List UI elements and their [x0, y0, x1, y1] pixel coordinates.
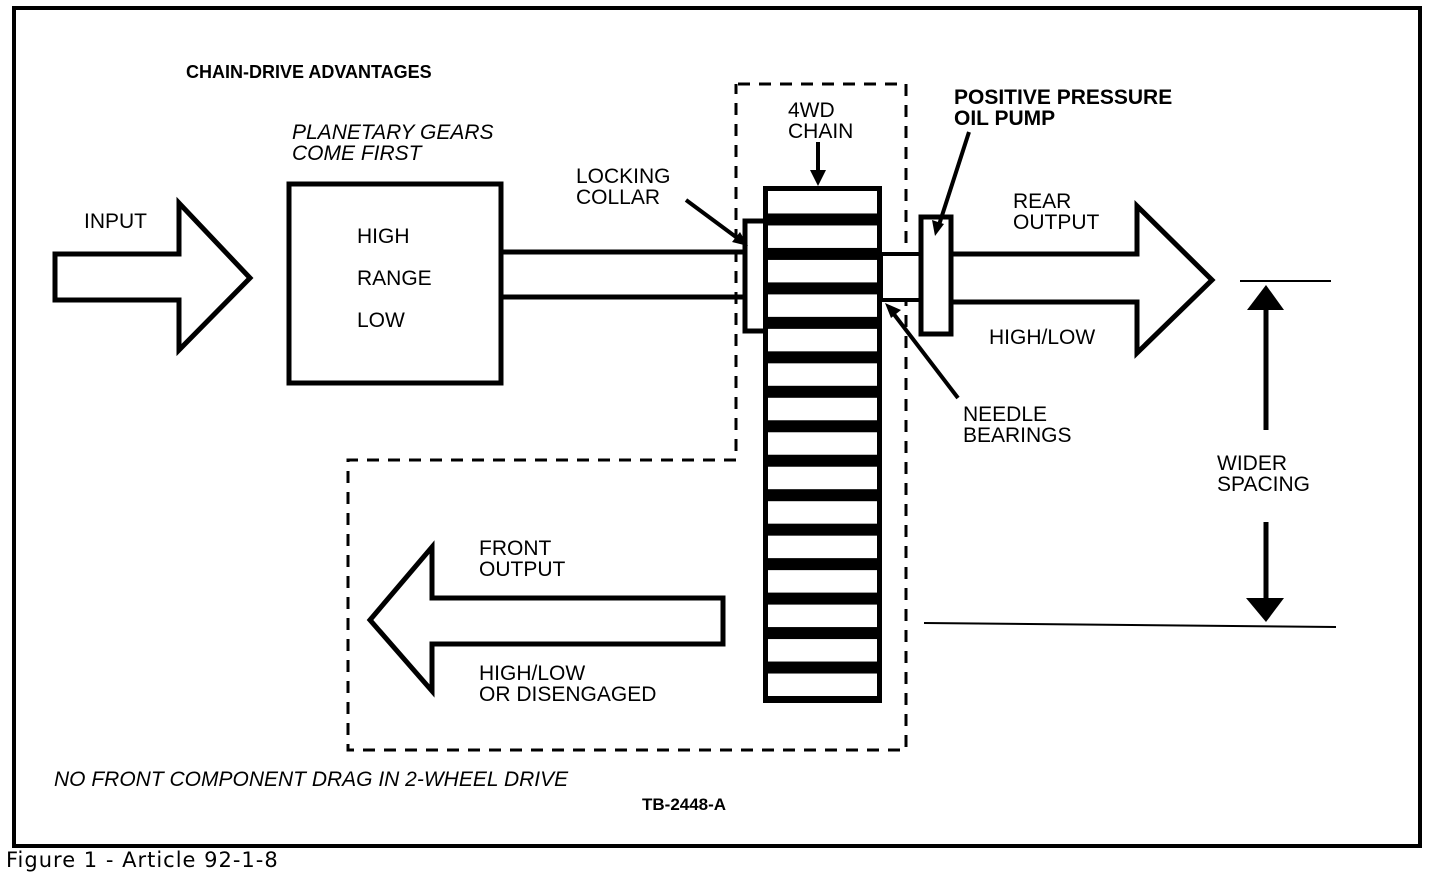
figure-caption: Figure 1 - Article 92-1-8 — [6, 848, 279, 872]
transfer-case-dashed-outline — [346, 82, 908, 752]
front-mode-label-line-1: HIGH/LOW — [479, 662, 586, 685]
chain-link — [768, 397, 877, 421]
range-low-label: LOW — [357, 309, 405, 332]
chain-link — [768, 328, 877, 352]
chain-label-line-1: 4WD — [788, 99, 835, 122]
pump-leader-line — [936, 131, 971, 229]
front-output-arrow — [366, 540, 726, 698]
input-shaft — [498, 249, 769, 300]
rear-output-arrow — [948, 200, 1216, 359]
output-shaft-segment — [879, 252, 923, 302]
locking-collar-label-line-1: LOCKING — [576, 165, 671, 188]
input-arrow — [52, 196, 254, 357]
oil-pump-label-line-1: POSITIVE PRESSURE — [954, 86, 1173, 109]
bearings-leader-arrowhead — [885, 303, 901, 318]
chain-link — [768, 570, 877, 593]
pump-leader-arrowhead — [932, 220, 944, 236]
figure-frame — [12, 6, 1422, 848]
range-high-label: HIGH — [357, 225, 410, 248]
collar-leader-arrowhead — [732, 232, 748, 246]
front-output-label-line-1: FRONT — [479, 537, 552, 560]
chain-link — [768, 604, 877, 628]
locking-collar — [742, 218, 769, 334]
chain-link — [768, 639, 877, 662]
chain-link — [768, 225, 877, 248]
planetary-note-line-1: PLANETARY GEARS — [292, 121, 494, 144]
chain-leader-arrowhead — [810, 170, 826, 186]
chain-link — [768, 673, 877, 696]
wider-spacing-label-line-2: SPACING — [1217, 473, 1310, 496]
4wd-chain — [763, 186, 882, 703]
chain-link — [768, 432, 877, 455]
planetary-note-line-2: COME FIRST — [292, 142, 422, 165]
front-mode-label-line-2: OR DISENGAGED — [479, 683, 657, 706]
collar-leader-line — [684, 198, 742, 242]
oil-pump-label-line-2: OIL PUMP — [954, 107, 1056, 130]
rear-output-label-line-1: REAR — [1013, 190, 1072, 213]
diagram-title: CHAIN-DRIVE ADVANTAGES — [186, 62, 432, 82]
chain-link — [768, 259, 877, 283]
locking-collar-label-line-2: COLLAR — [576, 186, 661, 209]
chain-link — [768, 191, 877, 214]
spacing-down-arrowhead — [1246, 598, 1284, 622]
needle-bearings-label-line-1: NEEDLE — [963, 403, 1048, 426]
range-label: RANGE — [357, 267, 432, 290]
chain-label-line-2: CHAIN — [788, 120, 854, 143]
input-label: INPUT — [84, 210, 147, 233]
chain-link — [768, 501, 877, 524]
front-output-label-line-2: OUTPUT — [479, 558, 566, 581]
figure-code: TB-2448-A — [642, 795, 727, 814]
rear-output-label-line-2: OUTPUT — [1013, 211, 1100, 234]
footnote: NO FRONT COMPONENT DRAG IN 2-WHEEL DRIVE — [54, 768, 569, 791]
chain-link — [768, 466, 877, 490]
chain-link — [768, 294, 877, 317]
spacing-up-arrowhead — [1247, 285, 1284, 310]
chain-link — [768, 535, 877, 559]
spacing-bottom-line — [923, 622, 1337, 628]
wider-spacing-label-line-1: WIDER — [1217, 452, 1287, 475]
rear-mode-label: HIGH/LOW — [989, 326, 1096, 349]
chain-link — [768, 363, 877, 386]
bearings-leader-line — [891, 311, 960, 400]
needle-bearings-label-line-2: BEARINGS — [963, 424, 1072, 447]
